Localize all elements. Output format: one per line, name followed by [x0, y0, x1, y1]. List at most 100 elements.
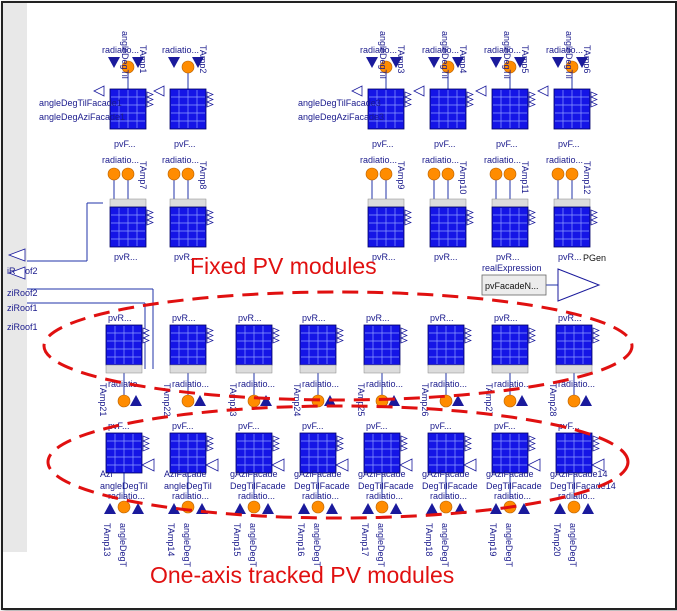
pv-roof-module [169, 206, 214, 248]
radiation-sensor [379, 60, 393, 74]
tracker-til-label: DegTilFacade [230, 481, 286, 491]
tamp-label: TAmp20 [552, 523, 562, 556]
module-name-label: pvF... [434, 139, 456, 149]
gray-cap [367, 198, 405, 208]
down-arrow [452, 57, 464, 68]
pv-fixed-module [555, 324, 600, 366]
pv-roof-module [109, 206, 154, 248]
radiation-label: radiatio... [102, 155, 139, 165]
pv-tracked-module-input-triangle [142, 440, 150, 447]
tamp-label: TAmp26 [420, 383, 430, 416]
radiation-sensor-circle [441, 60, 455, 74]
pv-roof-module-input-triangle [404, 214, 412, 221]
up-arrow [234, 503, 246, 514]
pv-fixed-module-input-triangle [592, 337, 600, 344]
tamp-label: TAmp21 [98, 383, 108, 416]
radiation-label: radiatio... [108, 491, 145, 501]
pv-fixed-module-input-triangle [206, 337, 214, 344]
radiation-sensor [121, 60, 135, 74]
pv-fixed-module-input-triangle [206, 332, 214, 339]
up-arrow [554, 503, 566, 514]
radiation-sensor [441, 60, 455, 74]
pv-tracked-module-input-triangle [464, 440, 472, 447]
pv-tracked-module-input-triangle [142, 435, 150, 442]
angle-label: angleDegT [568, 523, 578, 568]
gray-cap [491, 364, 529, 374]
radiation-label: radiatio... [366, 491, 403, 501]
tracker-til-label: DegTilFacade [294, 481, 350, 491]
annotation-layer: Fixed PV modules One-axis tracked PV mod… [42, 253, 634, 588]
radiation-label: radiatio... [102, 45, 139, 55]
pv-fixed-module-input-triangle [592, 332, 600, 339]
radiation-sensor-circle [551, 167, 565, 181]
tracked-modules-ellipse [46, 404, 630, 520]
pv-facade-module [109, 88, 154, 130]
pv-fixed-module-input-triangle [400, 337, 408, 344]
radiation-label: radiatio... [546, 45, 583, 55]
radiation-sensor [375, 500, 389, 514]
down-arrow [132, 57, 144, 68]
module-name-label: pvF... [114, 139, 136, 149]
up-arrow [298, 503, 310, 514]
radiation-sensor [503, 394, 517, 408]
pv-facade-module-input-triangle [404, 91, 412, 98]
angle-label: angleDegT [504, 523, 514, 568]
radiation-label: radiatio... [558, 379, 595, 389]
up-arrow [260, 395, 272, 406]
radiation-sensor-circle [181, 167, 195, 181]
module-name-label: pvF... [174, 139, 196, 149]
gray-cap [429, 198, 467, 208]
pv-facade-module [429, 88, 474, 130]
pv-roof-module-input-triangle [466, 219, 474, 226]
radiation-label: radiatio... [108, 379, 145, 389]
pv-facade-module-input-triangle [590, 96, 598, 103]
angle-label: angleDegTil [440, 31, 450, 79]
pv-facade-module [553, 88, 598, 130]
radiation-sensor [379, 167, 393, 181]
input-arrow [93, 85, 105, 97]
module-name-label: pvF... [494, 421, 516, 431]
gray-cap [299, 364, 337, 374]
module-name-label: pvR... [174, 252, 198, 262]
tracker-til-label: DegTilFacade [358, 481, 414, 491]
pv-tracked-module-input-triangle [592, 445, 600, 452]
radiation-label: radiatio... [484, 45, 521, 55]
radiation-sensor [503, 60, 517, 74]
pv-tracked-module [491, 432, 536, 474]
down-arrow [428, 57, 440, 68]
pv-facade-output-block [481, 274, 547, 296]
pv-facade-module-input-triangle [206, 101, 214, 108]
pv-tracked-module-input-triangle [336, 440, 344, 447]
pv-fixed-module-input-triangle [142, 327, 150, 334]
pv-fixed-module-input-triangle [528, 332, 536, 339]
pv-tracked-module-input-triangle [528, 445, 536, 452]
radiation-sensor [439, 500, 453, 514]
pv-facade-module [169, 88, 214, 130]
radiation-label: radiatio... [494, 379, 531, 389]
module-name-label: pvR... [430, 313, 454, 323]
pv-roof-module [491, 206, 536, 248]
radiation-sensor-circle [247, 500, 261, 514]
pv-roof-module-input-triangle [146, 214, 154, 221]
input-arrow [537, 85, 549, 97]
fixed-modules-annotation: Fixed PV modules [190, 253, 377, 279]
radiation-sensor-circle [489, 167, 503, 181]
pv-facade-module-input-triangle [206, 91, 214, 98]
tamp-label: TAmp1 [138, 45, 148, 73]
tracker-input-arrow [463, 458, 477, 472]
radiation-label: radiatio... [484, 155, 521, 165]
pv-facade-module-input-triangle [146, 96, 154, 103]
radiation-sensor-circle [311, 500, 325, 514]
up-arrow [104, 503, 116, 514]
radiation-label: radiatio... [172, 491, 209, 501]
module-name-label: pvF... [496, 139, 518, 149]
pv-roof-module-input-triangle [528, 214, 536, 221]
pv-fixed-module-input-triangle [528, 327, 536, 334]
radiation-sensor [565, 60, 579, 74]
radiation-sensor [107, 167, 121, 181]
angle-label: angleDegTil [502, 31, 512, 79]
radiation-sensor-circle [503, 394, 517, 408]
up-arrow [518, 503, 530, 514]
pv-roof-module-input-triangle [528, 209, 536, 216]
angle-label: angleDegT [440, 523, 450, 568]
